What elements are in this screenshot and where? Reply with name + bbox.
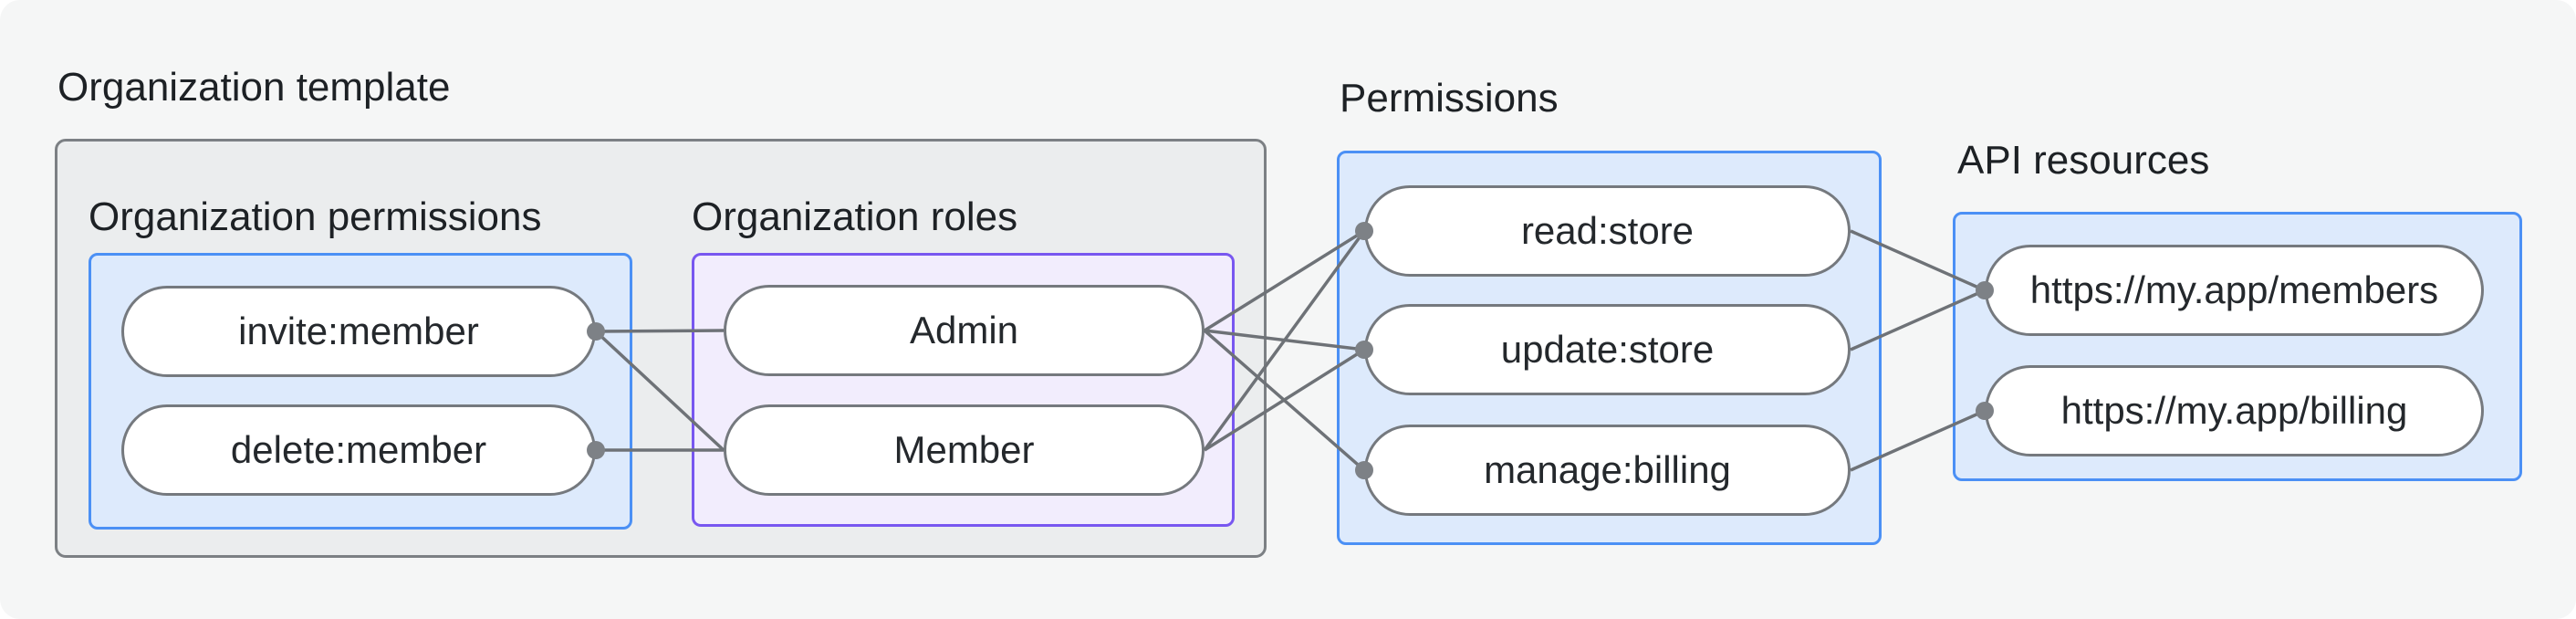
node-label: https://my.app/billing bbox=[2060, 389, 2408, 432]
node-label: Member bbox=[893, 428, 1035, 471]
node-label: delete:member bbox=[230, 428, 487, 471]
node-label: Admin bbox=[909, 309, 1019, 351]
organization-template-title: Organization template bbox=[57, 65, 451, 110]
node-update-store: update:store bbox=[1364, 304, 1851, 395]
node-label: update:store bbox=[1500, 328, 1715, 371]
organization-permissions-title: Organization permissions bbox=[89, 194, 542, 239]
node-manage-billing: manage:billing bbox=[1364, 425, 1851, 516]
node-member: Member bbox=[724, 404, 1205, 496]
node-invite-member: invite:member bbox=[121, 286, 596, 377]
node-api-members: https://my.app/members bbox=[1985, 245, 2484, 336]
node-label: https://my.app/members bbox=[2029, 268, 2439, 311]
node-admin: Admin bbox=[724, 285, 1205, 376]
organization-roles-title: Organization roles bbox=[692, 194, 1018, 239]
node-delete-member: delete:member bbox=[121, 404, 596, 496]
permissions-title: Permissions bbox=[1340, 76, 1559, 121]
node-read-store: read:store bbox=[1364, 185, 1851, 277]
api-resources-title: API resources bbox=[1957, 138, 2210, 183]
node-label: manage:billing bbox=[1484, 448, 1731, 491]
node-label: invite:member bbox=[238, 310, 479, 352]
node-api-billing: https://my.app/billing bbox=[1985, 365, 2484, 456]
node-label: read:store bbox=[1520, 209, 1695, 252]
